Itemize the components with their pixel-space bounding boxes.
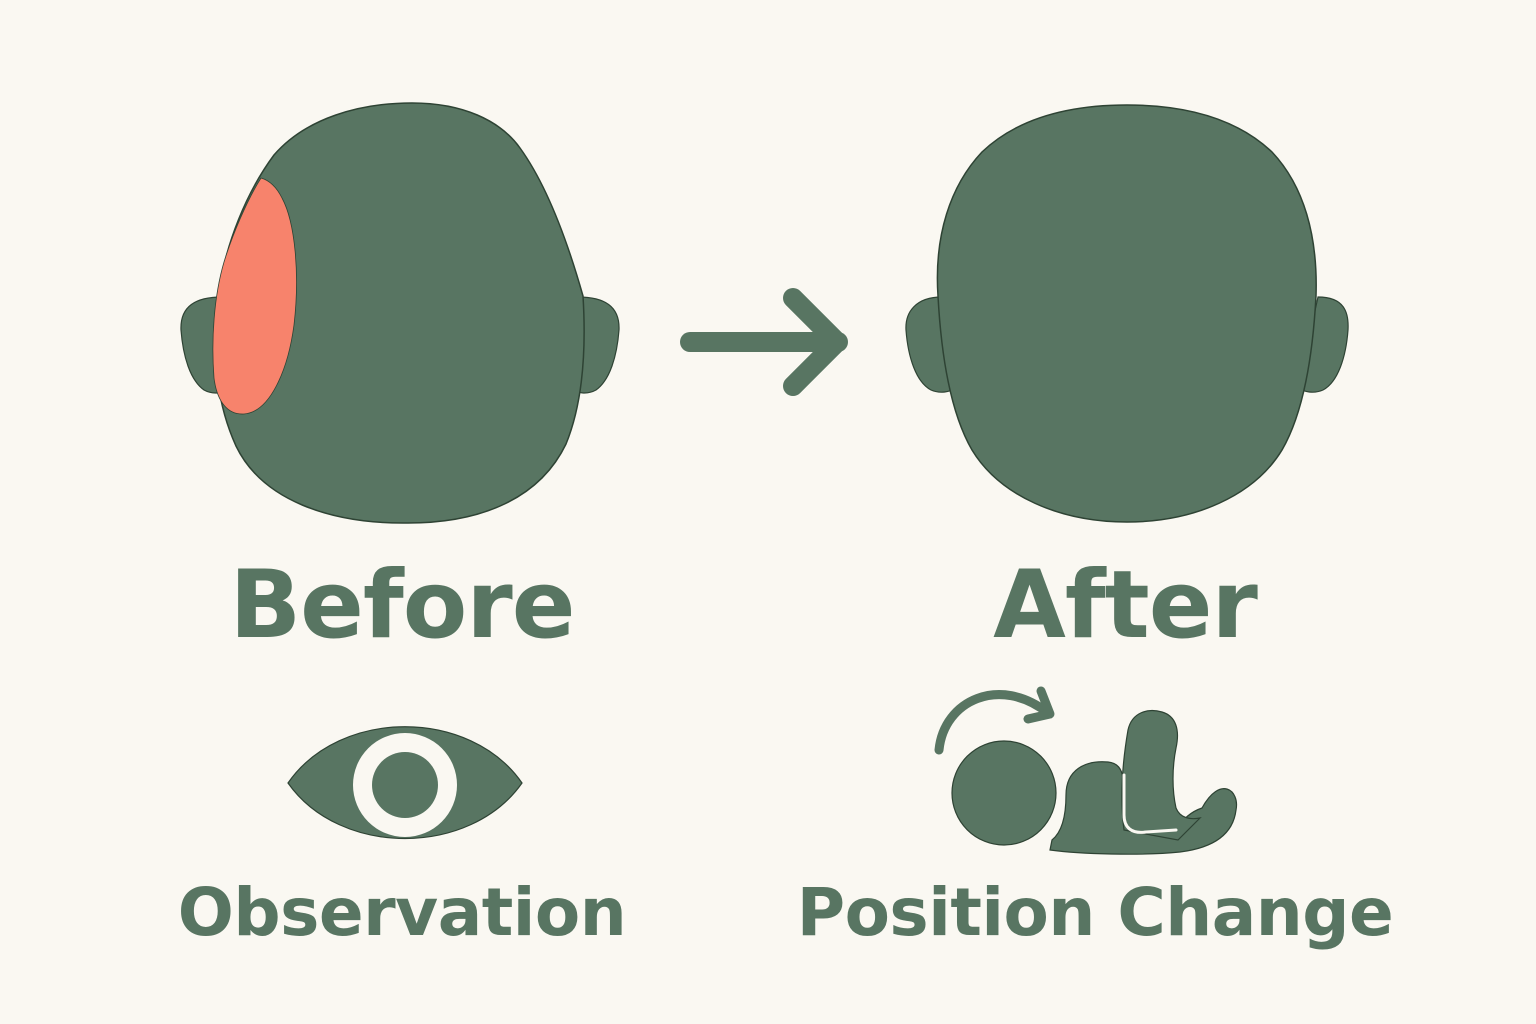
flat-spot-highlight [212,177,297,415]
flat-head-icon [180,102,620,524]
eye-pupil [372,752,438,818]
observation-label: Observation [177,874,627,951]
baby-head [951,740,1057,846]
after-right-ear [1297,296,1349,393]
after-head-shape [936,104,1317,523]
round-head-icon [905,104,1349,523]
rotation-arrow-arc [934,690,1053,755]
baby-leg-gap [1122,773,1178,834]
right-arrow-icon [680,288,848,396]
baby-raised-leg [1121,709,1202,841]
baby-repositioning-icon [934,686,1238,855]
before-head-shape [214,102,585,524]
before-label: Before [229,551,576,660]
arrow-head [783,288,847,396]
position-change-label: Position Change [796,874,1394,951]
rotation-arrow-head [1023,686,1055,724]
eye-icon [287,726,523,840]
after-label: After [993,551,1258,660]
